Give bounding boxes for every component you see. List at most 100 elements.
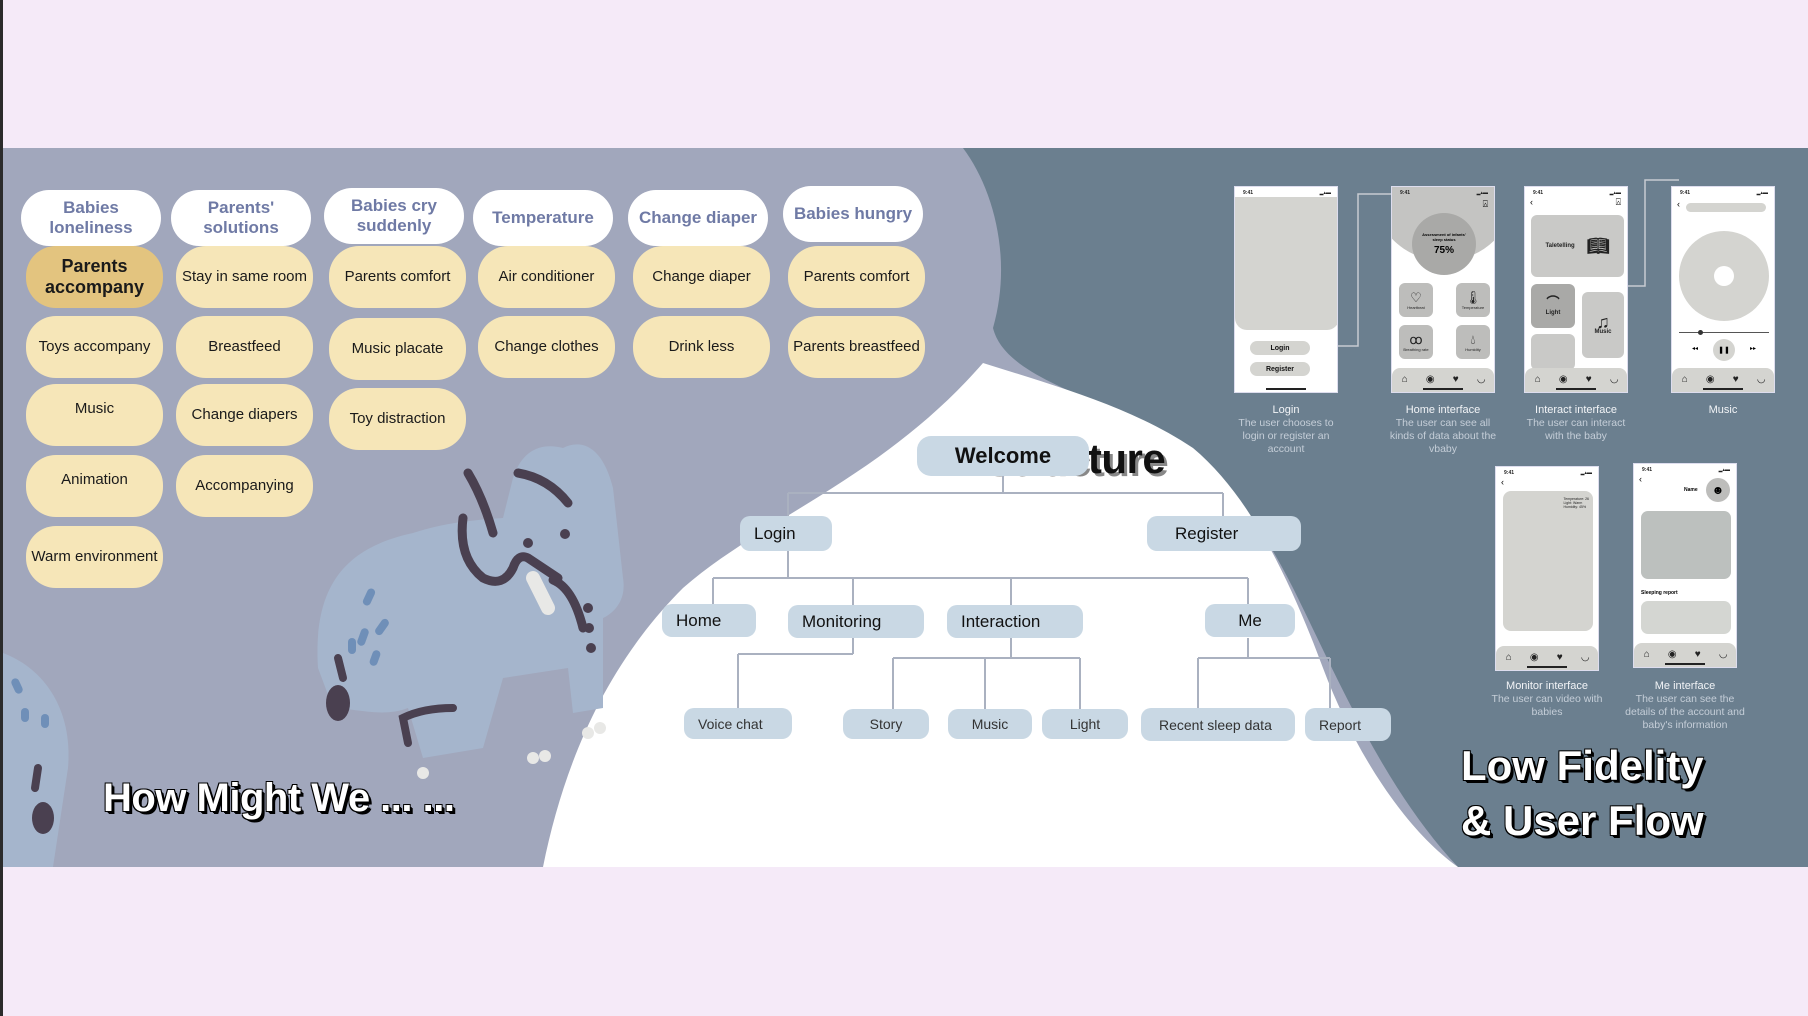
hmw-column-header: Babies cry suddenly: [324, 188, 464, 244]
bell-icon[interactable]: ⍓: [1482, 199, 1488, 209]
node-register: Register: [1147, 516, 1301, 551]
signal-battery-icon: ▂▴▬: [1319, 190, 1331, 196]
caption-login: Login The user chooses to login or regis…: [1226, 404, 1346, 456]
hmw-idea-pill: Change diaper: [633, 246, 770, 308]
interact-tab-icon[interactable]: ♥: [1732, 374, 1739, 385]
sleep-status-label: Assessment of infants' sleep status: [1422, 232, 1466, 242]
me-tab-icon[interactable]: ◡: [1476, 374, 1486, 385]
hmw-idea-pill: Parents accompany: [26, 246, 163, 308]
hmw-idea-pill: Accompanying: [176, 455, 313, 517]
caption-music: Music: [1663, 404, 1783, 417]
caption-title: Me interface: [1654, 680, 1716, 692]
home-tab-icon[interactable]: ⌂: [1681, 374, 1688, 385]
wireframe-login: 9:41 ▂▴▬ Login Register: [1234, 186, 1338, 393]
back-icon[interactable]: ‹: [1639, 474, 1642, 484]
interact-tab-icon[interactable]: ♥: [1585, 374, 1592, 385]
caption-monitor: Monitor interface The user can video wit…: [1487, 680, 1607, 719]
caption-description: The user can video with babies: [1491, 693, 1603, 718]
tile-music[interactable]: ♫Music: [1582, 292, 1624, 358]
back-icon[interactable]: ‹: [1530, 197, 1533, 207]
home-indicator: [1422, 388, 1464, 390]
tab-bar: ⌂ ◉ ♥ ◡: [1634, 643, 1736, 667]
track-title-placeholder: [1686, 203, 1766, 212]
video-feed: Temperature: 26 Light: Warm Humidity: 45…: [1503, 491, 1593, 631]
tile-light[interactable]: ⌒Light: [1531, 284, 1575, 328]
tile-placeholder[interactable]: [1531, 334, 1575, 370]
hmw-column-header: Babies loneliness: [21, 190, 161, 246]
book-icon: 📖︎: [1586, 236, 1610, 256]
wireframe-interact: 9:41 ▂▴▬ ‹ ⍓ Taletelling📖︎ ⌒Light ♫Music…: [1524, 186, 1628, 393]
caption-description: The user can see all kinds of data about…: [1389, 417, 1497, 455]
caption-title: Login: [1272, 404, 1300, 416]
monitor-tab-icon[interactable]: ◉: [1705, 374, 1715, 385]
hmw-idea-pill: Parents comfort: [788, 246, 925, 308]
register-button[interactable]: Register: [1250, 362, 1310, 376]
wireframe-music: 9:41 ▂▴▬ ‹ ◂◂ ❚❚ ▸▸ ⌂◉♥◡: [1671, 186, 1775, 393]
home-tab-icon[interactable]: ⌂: [1401, 374, 1408, 385]
monitor-tab-icon[interactable]: ◉: [1529, 652, 1539, 663]
tile-taletelling[interactable]: Taletelling📖︎: [1531, 215, 1624, 277]
login-button[interactable]: Login: [1250, 341, 1310, 355]
interact-tab-icon[interactable]: ♥: [1694, 649, 1701, 660]
hmw-idea-pill: Parents breastfeed: [788, 316, 925, 378]
me-tab-icon[interactable]: ◡: [1580, 652, 1590, 663]
home-tab-icon[interactable]: ⌂: [1643, 649, 1650, 660]
tile-temperature[interactable]: 🌡︎Temperature: [1456, 283, 1490, 317]
caption-description: The user can interact with the baby: [1526, 417, 1626, 442]
node-welcome: Welcome: [917, 436, 1089, 476]
tile-label: Humidity: [1465, 346, 1481, 352]
signal-battery-icon: ▂▴▬: [1580, 470, 1592, 476]
tile-humidity[interactable]: 💧︎Humidity: [1456, 325, 1490, 359]
home-indicator: [1702, 388, 1744, 390]
back-icon[interactable]: ‹: [1677, 199, 1680, 209]
fast-forward-icon[interactable]: ▸▸: [1750, 346, 1757, 352]
home-tab-icon[interactable]: ⌂: [1505, 652, 1512, 663]
overlay-temperature: Temperature: 26: [1563, 497, 1590, 501]
status-time: 9:41: [1400, 190, 1411, 196]
node-me: Me: [1205, 604, 1295, 637]
bell-icon[interactable]: ⍓: [1615, 197, 1621, 207]
caption-interact: Interact interface The user can interact…: [1516, 404, 1636, 443]
lungs-icon: ꝏ: [1409, 331, 1423, 347]
status-time: 9:41: [1680, 190, 1691, 196]
progress-slider[interactable]: [1679, 332, 1769, 333]
home-indicator: [1555, 388, 1597, 390]
monitor-tab-icon[interactable]: ◉: [1425, 374, 1435, 385]
avatar[interactable]: ☻: [1706, 478, 1730, 502]
tile-heartbeat[interactable]: ♡Heartbeat: [1399, 283, 1433, 317]
interact-tab-icon[interactable]: ♥: [1452, 374, 1459, 385]
node-light: Light: [1042, 709, 1128, 739]
home-tab-icon[interactable]: ⌂: [1534, 374, 1541, 385]
droplets-icon: 💧︎: [1470, 331, 1476, 347]
window-left-edge: [0, 0, 3, 1016]
hmw-column-header: Babies hungry: [783, 186, 923, 242]
sleeping-report-heading: Sleeping report: [1641, 590, 1678, 596]
pause-button[interactable]: ❚❚: [1713, 339, 1735, 361]
me-tab-icon[interactable]: ◡: [1609, 374, 1619, 385]
interact-tab-icon[interactable]: ♥: [1556, 652, 1563, 663]
node-report: Report: [1305, 708, 1391, 741]
rewind-icon[interactable]: ◂◂: [1692, 346, 1699, 352]
home-indicator: [1526, 666, 1568, 668]
tile-label: Temperature: [1461, 304, 1485, 310]
hmw-idea-pill: Breastfeed: [176, 316, 313, 378]
low-fidelity-title-line1: Low Fidelity: [1461, 742, 1704, 789]
back-icon[interactable]: ‹: [1501, 477, 1504, 487]
me-tab-icon[interactable]: ◡: [1718, 649, 1728, 660]
node-recent-sleep-data: Recent sleep data: [1141, 708, 1295, 741]
sleep-status-value: 75%: [1433, 245, 1454, 256]
monitor-tab-icon[interactable]: ◉: [1558, 374, 1568, 385]
hero-placeholder: [1235, 197, 1337, 330]
music-note-icon: ♫: [1596, 312, 1610, 332]
hmw-idea-pill: Air conditioner: [478, 246, 615, 308]
hmw-column-header: Change diaper: [628, 190, 768, 246]
node-login: Login: [740, 516, 832, 551]
progress-slider-thumb[interactable]: [1698, 330, 1703, 335]
wireframe-monitor: 9:41 ▂▴▬ ‹ Temperature: 26 Light: Warm H…: [1495, 466, 1599, 671]
node-music: Music: [948, 709, 1032, 739]
monitor-tab-icon[interactable]: ◉: [1667, 649, 1677, 660]
wireframe-me: 9:41 ▂▴▬ ‹ Name ☻ Sleeping report ⌂◉♥◡: [1633, 463, 1737, 668]
me-tab-icon[interactable]: ◡: [1756, 374, 1766, 385]
